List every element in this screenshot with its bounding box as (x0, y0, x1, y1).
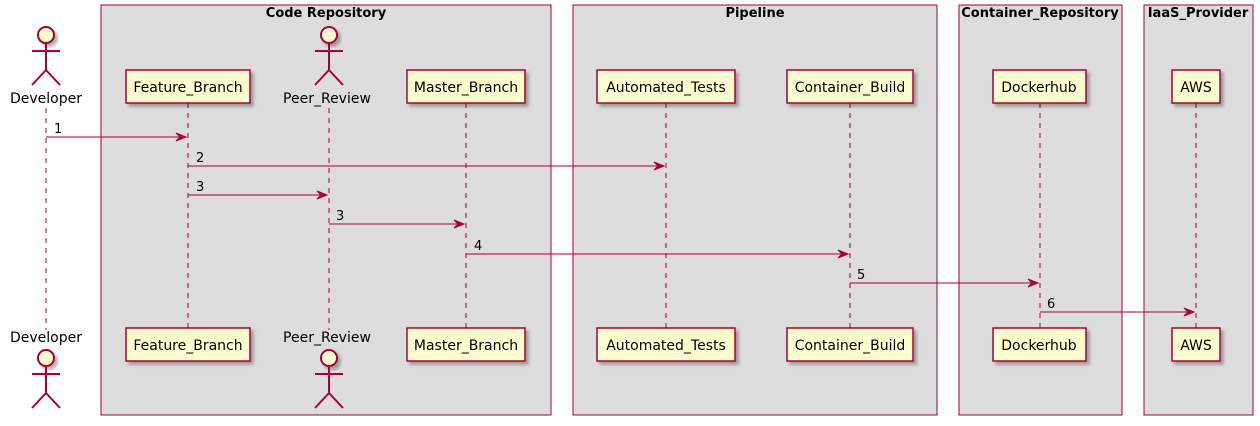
participant-peer-review: Peer_Review (283, 26, 371, 107)
participant-label: AWS (1180, 338, 1212, 354)
participant-master-branch-footer: Master_Branch (406, 327, 526, 362)
arrow-head-icon (453, 219, 466, 229)
actor-icon (31, 349, 61, 409)
arrow-head-icon (837, 249, 850, 259)
participant-automated-tests: Automated_Tests (596, 69, 736, 104)
participant-label: Dockerhub (1001, 338, 1077, 354)
message-label: 5 (857, 268, 865, 283)
box-title: Code Repository (266, 6, 387, 21)
message-3b: 3 (329, 209, 466, 229)
message-6: 6 (1040, 297, 1196, 317)
message-2: 2 (188, 151, 666, 171)
participant-developer: Developer (10, 26, 82, 107)
box-title: Pipeline (725, 6, 784, 21)
message-1: 1 (46, 122, 188, 142)
participant-feature-branch-footer: Feature_Branch (125, 327, 251, 362)
participant-label: Feature_Branch (133, 80, 242, 96)
participant-label: Peer_Review (283, 330, 371, 346)
participant-label: Container_Build (795, 80, 906, 96)
participant-box (992, 69, 1087, 104)
participant-box (596, 69, 736, 104)
box-title: Container_Repository (961, 6, 1119, 21)
participant-automated-tests-footer: Automated_Tests (596, 327, 736, 362)
participant-developer-footer: Developer (10, 330, 82, 409)
participant-box (125, 69, 251, 104)
participant-label: Automated_Tests (606, 338, 726, 354)
participant-label: Developer (10, 330, 82, 346)
actor-icon (314, 349, 344, 409)
participant-box (125, 327, 251, 362)
participant-container-build-footer: Container_Build (786, 327, 914, 362)
participant-box (992, 327, 1087, 362)
participant-dockerhub: Dockerhub (992, 69, 1087, 104)
participant-label: Dockerhub (1001, 80, 1077, 96)
participant-label: Master_Branch (414, 338, 518, 354)
message-5: 5 (850, 268, 1040, 288)
arrow-head-icon (316, 190, 329, 200)
participant-label: Developer (10, 91, 82, 107)
participant-aws-footer: AWS (1171, 327, 1221, 362)
message-label: 1 (54, 122, 62, 137)
participant-box (786, 327, 914, 362)
participant-box (786, 69, 914, 104)
participant-master-branch: Master_Branch (406, 69, 526, 104)
participant-label: Automated_Tests (606, 80, 726, 96)
actor-icon (314, 26, 344, 86)
arrow-head-icon (653, 161, 666, 171)
participant-dockerhub-footer: Dockerhub (992, 327, 1087, 362)
participant-label: Master_Branch (414, 80, 518, 96)
message-label: 2 (196, 151, 204, 166)
box-title: IaaS_Provider (1148, 6, 1249, 21)
participant-peer-review-footer: Peer_Review (283, 330, 371, 409)
message-label: 6 (1047, 297, 1055, 312)
participant-label: AWS (1180, 80, 1212, 96)
participant-box (406, 327, 526, 362)
participant-label: Peer_Review (283, 91, 371, 107)
message-3a: 3 (188, 180, 329, 200)
participant-box (1171, 69, 1221, 104)
participant-box (406, 69, 526, 104)
message-label: 3 (336, 209, 344, 224)
message-label: 3 (196, 180, 204, 195)
participant-container-build: Container_Build (786, 69, 914, 104)
actor-icon (31, 26, 61, 86)
message-4: 4 (466, 239, 850, 259)
participant-label: Container_Build (795, 338, 906, 354)
participant-aws: AWS (1171, 69, 1221, 104)
participant-box (1171, 327, 1221, 362)
arrow-head-icon (1027, 278, 1040, 288)
participant-box (596, 327, 736, 362)
message-label: 4 (474, 239, 482, 254)
participant-label: Feature_Branch (133, 338, 242, 354)
participant-feature-branch: Feature_Branch (125, 69, 251, 104)
arrow-head-icon (175, 132, 188, 142)
arrow-head-icon (1183, 307, 1196, 317)
